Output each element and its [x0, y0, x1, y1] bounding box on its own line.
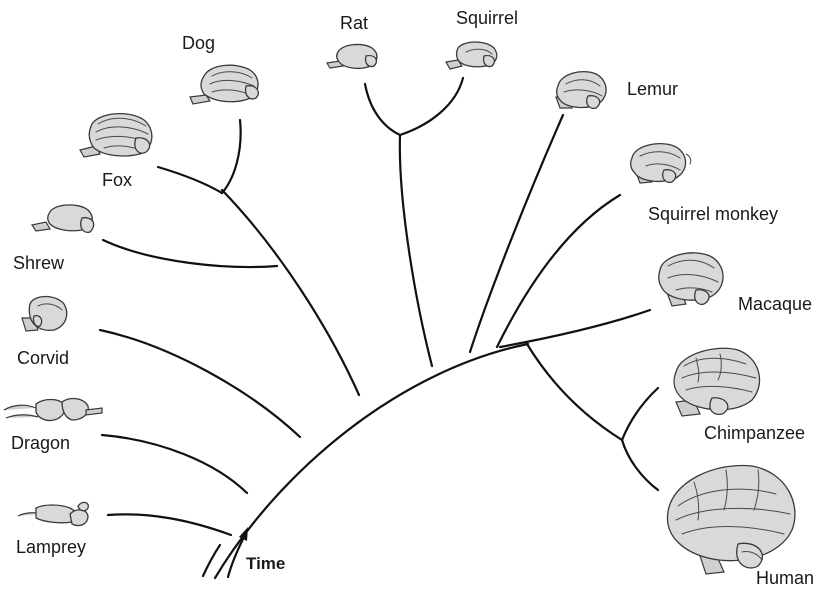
human-brain-icon: [667, 465, 794, 574]
branch-mammals: [222, 190, 359, 395]
rat-brain-icon: [327, 45, 377, 69]
time-axis-parallel: [203, 545, 220, 576]
shrew-brain-icon: [32, 205, 94, 232]
branch-human: [622, 440, 658, 490]
branch-shrew: [103, 240, 277, 267]
label-fox: Fox: [102, 170, 132, 190]
branch-squirrel: [400, 78, 463, 135]
squirrel-monkey-brain-icon: [631, 144, 691, 183]
lamprey-brain-icon: [18, 502, 88, 525]
brain-icons: [4, 42, 795, 574]
lemur-brain-icon: [556, 72, 606, 109]
label-rat: Rat: [340, 13, 368, 33]
time-arrow: Time: [228, 527, 285, 577]
squirrel-brain-icon: [446, 42, 497, 69]
branch-dog: [222, 120, 241, 193]
phylogenetic-tree: [100, 78, 658, 578]
branch-macaque: [500, 310, 650, 347]
dog-brain-icon: [190, 65, 258, 104]
branch-chimpanzee: [622, 388, 658, 440]
time-label: Time: [246, 554, 285, 573]
branch-dragon: [102, 435, 247, 493]
branch-lemur: [470, 115, 563, 352]
chimpanzee-brain-icon: [674, 348, 759, 416]
label-lemur: Lemur: [627, 79, 678, 99]
label-chimpanzee: Chimpanzee: [704, 423, 805, 443]
label-lamprey: Lamprey: [16, 537, 86, 557]
macaque-brain-icon: [659, 253, 723, 306]
label-macaque: Macaque: [738, 294, 812, 314]
label-dog: Dog: [182, 33, 215, 53]
label-human: Human: [756, 568, 814, 588]
corvid-brain-icon: [22, 297, 67, 332]
dragon-brain-icon: [4, 399, 102, 421]
fox-brain-icon: [80, 114, 152, 157]
label-squirrel: Squirrel: [456, 8, 518, 28]
branch-rat: [365, 84, 400, 135]
label-squirrel-monkey: Squirrel monkey: [648, 204, 778, 224]
main-trunk: [215, 344, 528, 578]
branch-great-apes: [527, 344, 622, 440]
branch-lamprey: [108, 514, 231, 535]
branch-rodents: [400, 135, 432, 366]
time-arrow-shaft: [228, 537, 244, 577]
label-shrew: Shrew: [13, 253, 65, 273]
branch-fox: [158, 167, 222, 193]
branch-corvid: [100, 330, 300, 437]
label-corvid: Corvid: [17, 348, 69, 368]
label-dragon: Dragon: [11, 433, 70, 453]
